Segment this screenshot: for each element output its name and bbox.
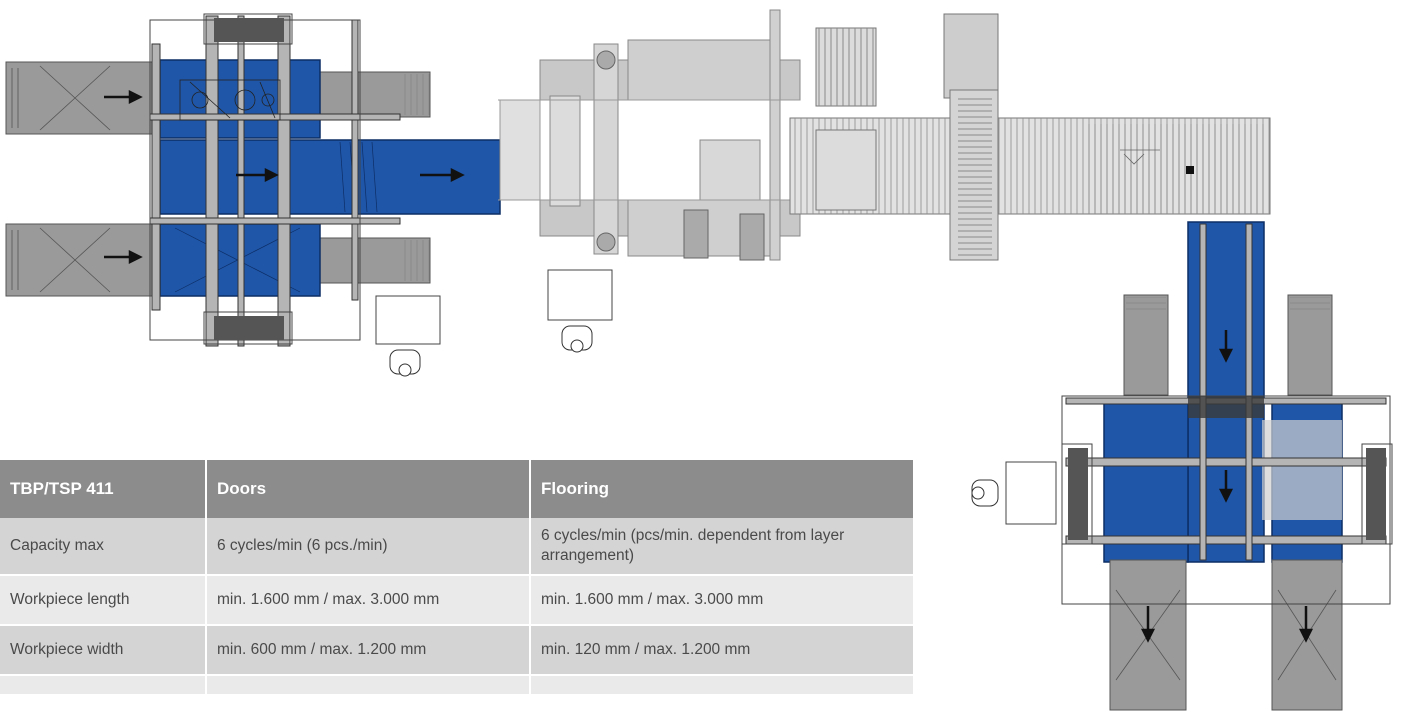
flooring-value: min. 120 mm / max. 1.200 mm bbox=[529, 624, 913, 675]
flooring-value bbox=[529, 674, 913, 694]
row-label bbox=[0, 674, 206, 694]
operator-desk-2 bbox=[547, 269, 613, 321]
left-stacker-station bbox=[5, 13, 501, 377]
operator-desk-1 bbox=[375, 295, 441, 345]
roller-track bbox=[789, 13, 1271, 261]
header-doors: Doors bbox=[205, 460, 530, 518]
operator-desk-3 bbox=[1005, 461, 1057, 525]
doors-value: min. 1.600 mm / max. 3.000 mm bbox=[205, 574, 530, 625]
spec-header-row: TBP/TSP 411 Doors Flooring bbox=[0, 460, 913, 518]
doors-value: 6 cycles/min (6 pcs./min) bbox=[205, 518, 530, 575]
table-row bbox=[0, 674, 913, 694]
flow-arrows bbox=[104, 89, 465, 265]
centre-processing-machine bbox=[498, 9, 801, 353]
header-flooring: Flooring bbox=[529, 460, 913, 518]
row-label: Capacity max bbox=[0, 518, 206, 575]
row-label: Workpiece length bbox=[0, 574, 206, 625]
table-row: Workpiece width min. 600 mm / max. 1.200… bbox=[0, 624, 913, 675]
table-row: Workpiece length min. 1.600 mm / max. 3.… bbox=[0, 574, 913, 625]
header-model: TBP/TSP 411 bbox=[0, 460, 206, 518]
flooring-value: min. 1.600 mm / max. 3.000 mm bbox=[529, 574, 913, 625]
right-stacker-station bbox=[971, 221, 1393, 711]
doors-value bbox=[205, 674, 530, 694]
table-row: Capacity max 6 cycles/min (6 pcs./min) 6… bbox=[0, 518, 913, 575]
flooring-value: 6 cycles/min (pcs/min. dependent from la… bbox=[529, 518, 913, 575]
infeed-conveyor-top bbox=[5, 61, 167, 135]
spec-table: TBP/TSP 411 Doors Flooring Capacity max … bbox=[0, 460, 913, 694]
vertical-transfer-conveyor bbox=[1187, 221, 1265, 563]
row-label: Workpiece width bbox=[0, 624, 206, 675]
stacking-table-left bbox=[1103, 401, 1189, 563]
infeed-conveyor-bottom bbox=[5, 223, 167, 297]
doors-value: min. 600 mm / max. 1.200 mm bbox=[205, 624, 530, 675]
operator-icon bbox=[389, 349, 421, 377]
